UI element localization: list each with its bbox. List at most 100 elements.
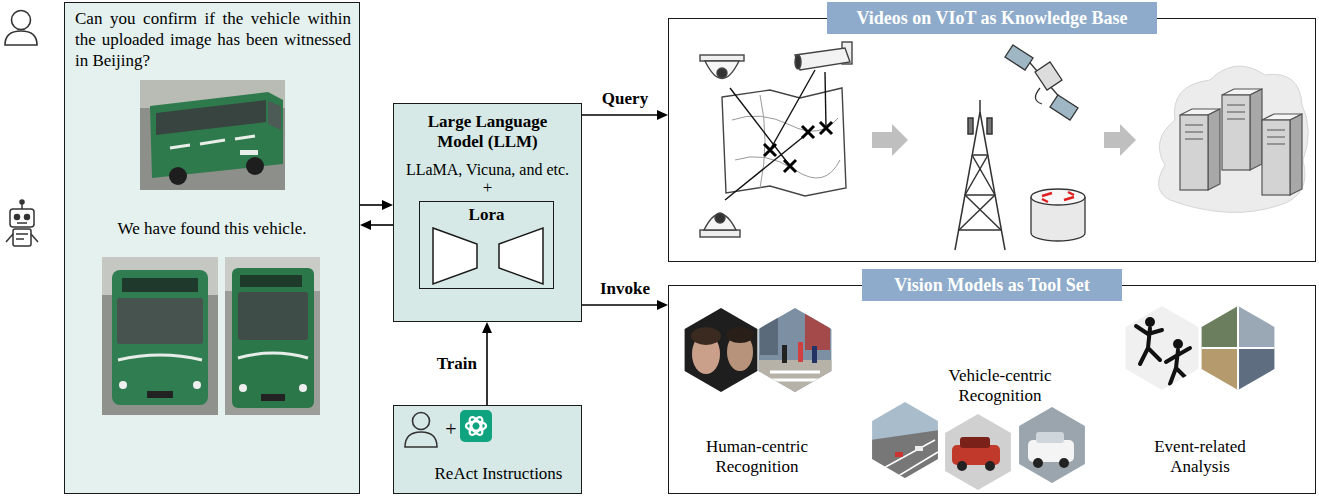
connector-line (486, 331, 488, 405)
chatgpt-logo-part (460, 410, 492, 442)
bus-photo-part (147, 391, 173, 398)
annotator-icon (405, 413, 437, 448)
vehicle-photo-part (915, 446, 923, 451)
vehicle-photo-part (960, 437, 990, 448)
server-cloud-part-part (1290, 114, 1302, 195)
vehicle-photo-part (1036, 432, 1064, 443)
arrow-connector (482, 322, 492, 405)
human-photo-part (798, 342, 803, 362)
event-photo-part-part (1145, 317, 1155, 327)
cell-tower-part (965, 155, 988, 195)
connector-line (582, 304, 659, 306)
robot-icon-part (20, 200, 24, 204)
human-photo-part (680, 305, 760, 395)
llm-box: Large Language Model (LLM)LLaMA, Vicuna,… (393, 103, 582, 322)
bus-photo-part (169, 167, 187, 185)
lora-shapes-part (420, 202, 555, 290)
bus-photo (102, 257, 218, 415)
category-label-slot: Human-centric Recognition (692, 437, 822, 477)
connector-line (369, 224, 393, 226)
event-photo-part (1238, 304, 1280, 348)
cell-tower-part (972, 155, 995, 195)
bus-photo (140, 80, 285, 190)
human-photo (755, 305, 835, 395)
satellite-part (1035, 62, 1062, 90)
user-icon-part (5, 31, 37, 45)
lora-shapes-part (499, 228, 543, 284)
event-photo-part (1196, 348, 1238, 392)
model-title: Large Language Model (LLM) (406, 112, 569, 152)
arrow-head (360, 220, 371, 230)
arrow-head (482, 322, 492, 333)
camera-network-part-part (784, 160, 796, 172)
user-icon (5, 11, 37, 46)
robot-icon-part (31, 234, 38, 242)
server-cloud-part-part (1180, 115, 1208, 190)
camera-network-part (764, 122, 832, 172)
plus-sign: + (444, 418, 458, 440)
event-photo-part (1196, 304, 1238, 348)
annotator-icon-part (405, 432, 437, 447)
instruction-box: +ReAct Instructions (393, 405, 582, 494)
robot-icon-part (16, 238, 24, 240)
cell-tower (955, 100, 1005, 250)
human-photo-part (755, 360, 835, 395)
box-fills-part (393, 405, 582, 494)
vehicle-photo-part (1017, 405, 1087, 485)
bus-photo-part (246, 157, 264, 175)
bus-photo-part (225, 257, 320, 415)
human-photo-part (770, 372, 820, 380)
vehicle-photo-part (1028, 440, 1074, 462)
human-photo-part (782, 345, 787, 363)
vehicle-photo-part (943, 412, 1013, 492)
human-photo-part (760, 305, 778, 355)
camera-network-part (717, 68, 727, 78)
bus-photo-part (140, 80, 285, 190)
vehicle-photo-part (985, 461, 995, 471)
event-photo (1196, 304, 1280, 392)
server-cloud-part-part (1262, 120, 1290, 195)
arrow-head (657, 300, 668, 310)
vehicle-photo-part (1033, 458, 1043, 468)
cell-tower-part (979, 100, 981, 112)
flow-arrow (872, 124, 908, 156)
edge-label: Invoke (598, 279, 652, 299)
event-photo-part-part (1173, 339, 1183, 349)
panel-heading: Vision Models as Tool Set (862, 269, 1122, 301)
edge-label-slot: Invoke (598, 279, 652, 299)
lora-shapes (420, 202, 555, 290)
box-fills (64, 2, 582, 494)
vehicle-photo-part (895, 452, 903, 457)
event-photo-part-part (1166, 348, 1190, 384)
vehicle-photo (1017, 405, 1087, 485)
box-fills-part (393, 103, 582, 322)
module-name: Lora (420, 205, 553, 225)
robot-icon-part (13, 229, 31, 246)
arrow-connector (582, 300, 668, 310)
satellite-part (1005, 45, 1033, 70)
human-photo-part (726, 327, 754, 343)
robot-icon-part (16, 233, 28, 235)
bus-photo-part (117, 298, 203, 344)
camera-network-part (700, 230, 740, 237)
server-cloud-part-part (1208, 109, 1220, 190)
cell-tower-part (968, 118, 973, 134)
edge-label: Query (600, 89, 650, 109)
edge-label: Train (435, 354, 479, 374)
connector-line (582, 114, 659, 116)
event-photo-part (1136, 317, 1190, 384)
knowledge-base-panel: Videos on VIoT as Knowledge Base (668, 18, 1316, 262)
bus-photo-part (240, 150, 258, 155)
bus-photo-part (239, 384, 247, 392)
bus-photo-part (122, 278, 198, 292)
cell-tower-part (987, 118, 992, 134)
vehicle-photo (943, 412, 1013, 492)
plus-sign: + (394, 179, 581, 196)
bus-photo-part (118, 355, 202, 360)
robot-icon-part (15, 215, 20, 220)
camera-network-part (722, 88, 846, 196)
bus-photo-part (156, 100, 266, 135)
bus-photo-part (268, 101, 281, 130)
router (1031, 189, 1085, 241)
annotator-icon-part (413, 413, 430, 430)
